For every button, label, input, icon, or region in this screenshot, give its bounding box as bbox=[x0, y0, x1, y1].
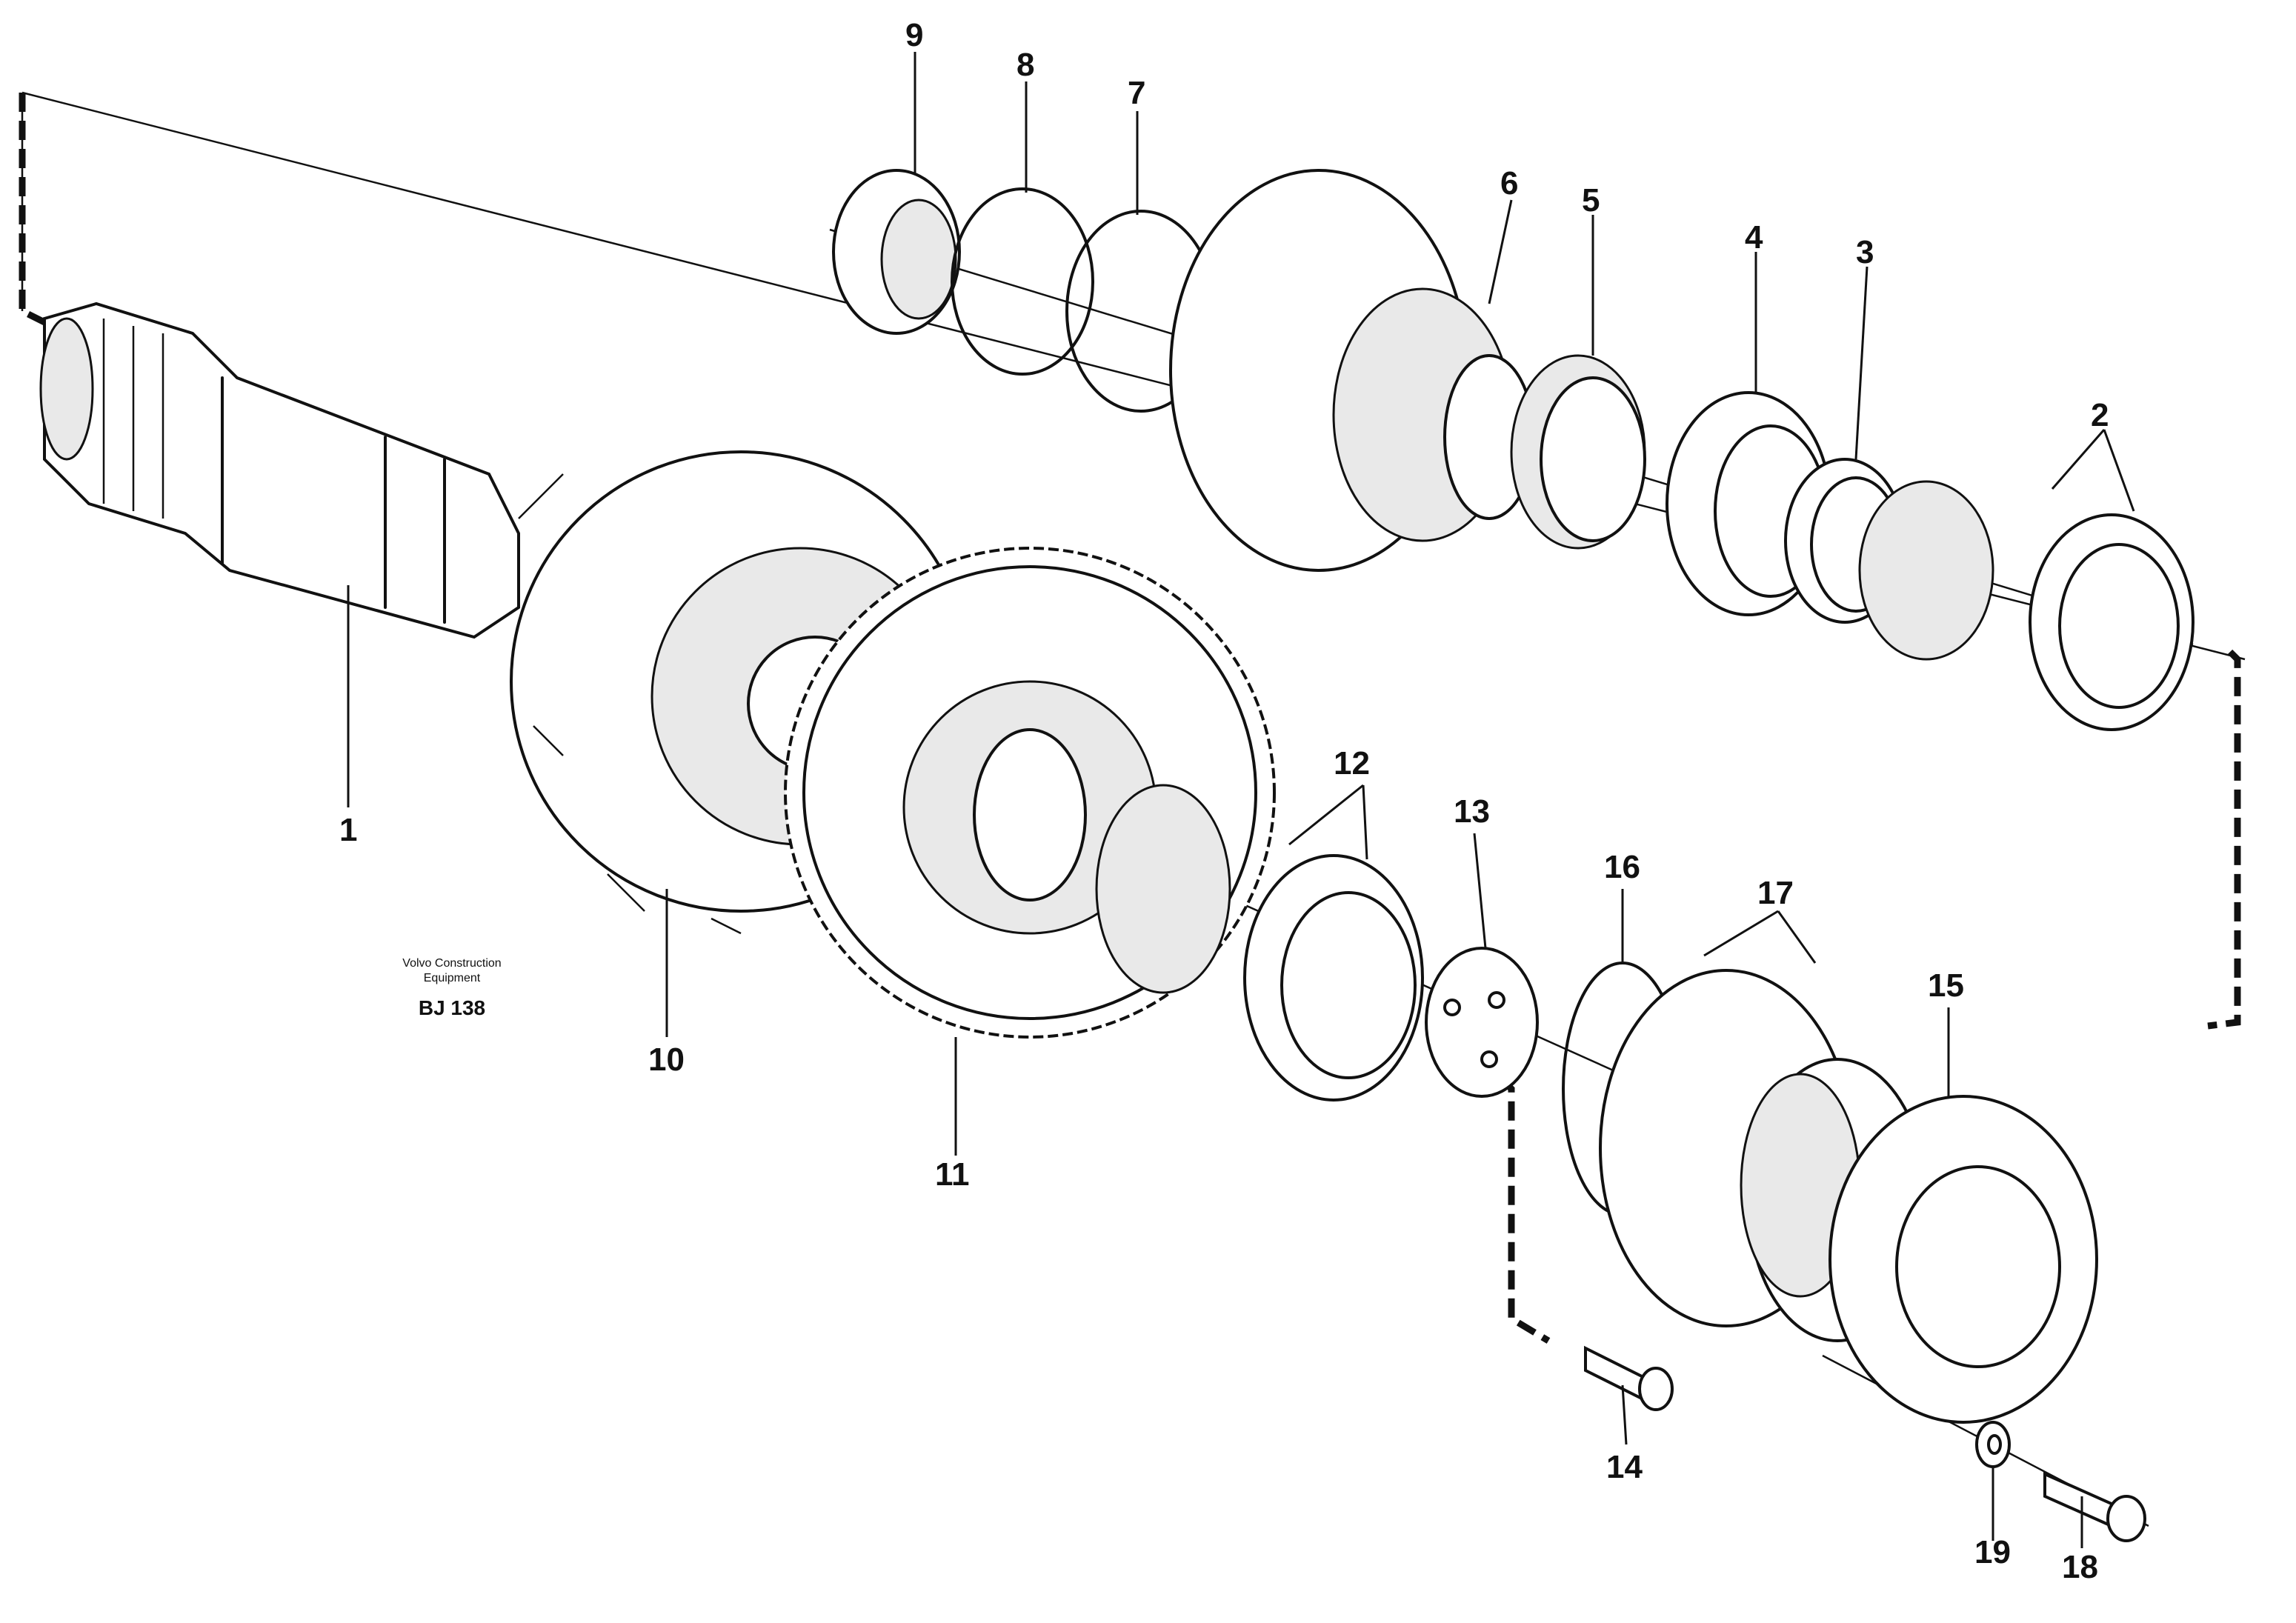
shaft-part-1 bbox=[39, 301, 520, 639]
bearing-part-2 bbox=[1858, 480, 2194, 731]
washer-part-19 bbox=[1975, 1421, 2011, 1468]
callout-9: 9 bbox=[905, 17, 923, 53]
callout-12: 12 bbox=[1334, 745, 1370, 781]
seal-part-5 bbox=[1510, 354, 1646, 550]
bolt-part-14 bbox=[1584, 1345, 1674, 1411]
callout-18: 18 bbox=[2062, 1549, 2098, 1585]
callout-5: 5 bbox=[1582, 182, 1600, 219]
callout-15: 15 bbox=[1928, 967, 1964, 1004]
cover-part-15 bbox=[1829, 1095, 2098, 1424]
callout-2: 2 bbox=[2091, 397, 2109, 433]
nut-part-9 bbox=[832, 169, 961, 335]
callout-13: 13 bbox=[1454, 793, 1490, 830]
callout-1: 1 bbox=[339, 812, 357, 848]
drawing-code: BJ 138 bbox=[419, 996, 485, 1019]
callout-14: 14 bbox=[1606, 1449, 1643, 1485]
circlip-part-8 bbox=[951, 187, 1094, 376]
callout-3: 3 bbox=[1856, 234, 1874, 270]
callout-7: 7 bbox=[1128, 75, 1145, 111]
leader-lines bbox=[347, 52, 2135, 1548]
credit-line-2: Equipment bbox=[424, 972, 481, 984]
disc-part-13 bbox=[1425, 947, 1539, 1098]
callout-10: 10 bbox=[648, 1042, 685, 1078]
bolt-part-18 bbox=[2043, 1471, 2146, 1542]
callout-16: 16 bbox=[1604, 849, 1640, 885]
callout-19: 19 bbox=[1974, 1534, 2011, 1570]
credit-line-1: Volvo Construction bbox=[402, 957, 501, 970]
callout-17: 17 bbox=[1757, 875, 1794, 911]
callout-labels: 1 2 3 4 5 6 7 8 9 10 11 12 13 14 15 16 1… bbox=[339, 17, 2109, 1585]
callout-4: 4 bbox=[1745, 219, 1763, 256]
callout-6: 6 bbox=[1500, 165, 1518, 201]
housing-part-6 bbox=[1169, 169, 1535, 572]
bearing-part-12 bbox=[1095, 784, 1424, 1102]
credit-block: Volvo Construction Equipment BJ 138 bbox=[402, 957, 501, 1019]
callout-8: 8 bbox=[1016, 47, 1034, 83]
callout-11: 11 bbox=[935, 1156, 970, 1193]
